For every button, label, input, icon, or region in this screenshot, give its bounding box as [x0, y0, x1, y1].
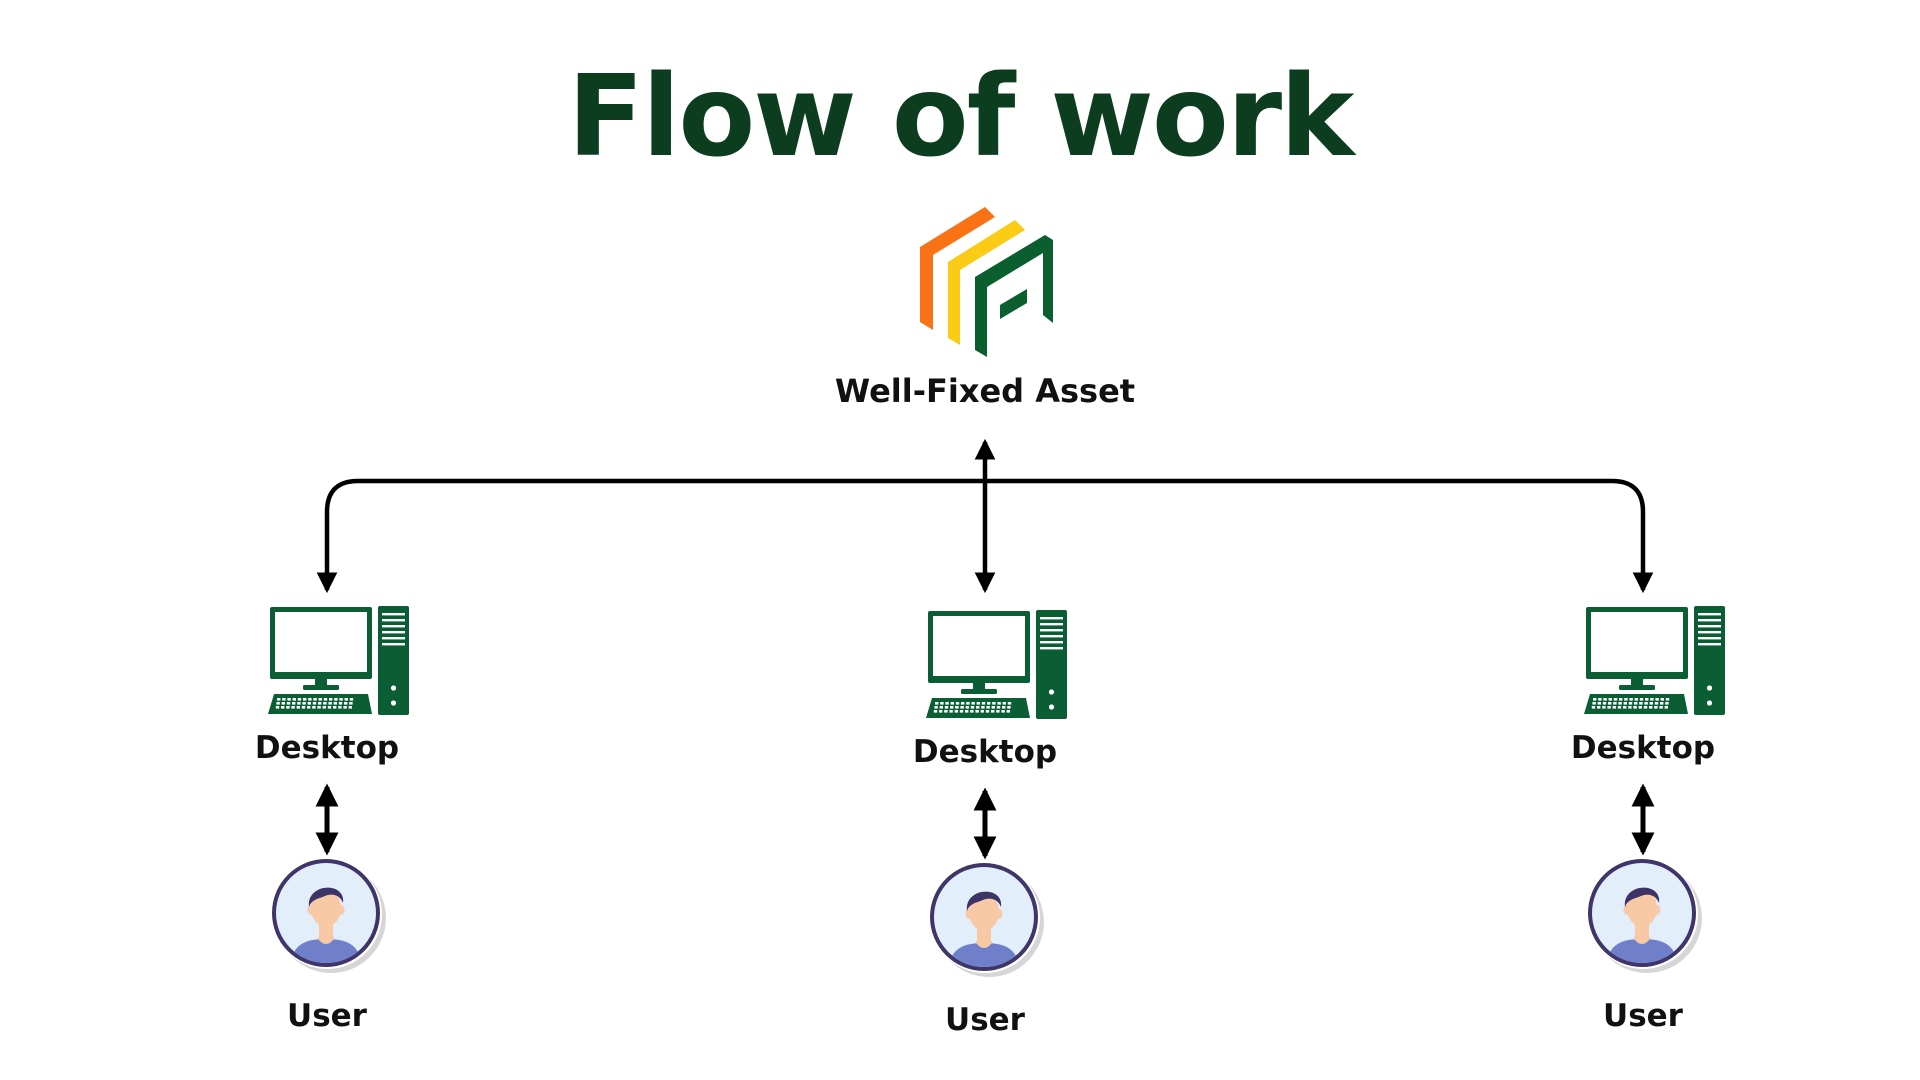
- logo-green-shape: [975, 235, 1053, 357]
- user-avatar-icon: [1588, 859, 1702, 973]
- brand-name: Well-Fixed Asset: [834, 372, 1136, 410]
- user-avatar-icon: [272, 859, 386, 973]
- logo-yellow-stripe: [948, 220, 1025, 345]
- user-avatar-icon: [930, 863, 1044, 977]
- user-label: User: [945, 1002, 1025, 1038]
- desktop-computer-icon: [926, 610, 1067, 719]
- logo-orange-stripe: [920, 207, 995, 330]
- connector-to-left-desktop: [316, 478, 985, 594]
- diagram-title: Flow of work: [567, 52, 1354, 182]
- desktop-label: Desktop: [1570, 730, 1716, 766]
- user-label: User: [287, 998, 367, 1034]
- user-label: User: [1603, 998, 1683, 1034]
- connector-to-right-desktop: [985, 478, 1654, 594]
- desktop-computer-icon: [268, 606, 409, 715]
- desktop-label: Desktop: [254, 730, 400, 766]
- well-fixed-asset-logo: [920, 207, 1053, 357]
- desktop-computer-icon: [1584, 606, 1725, 715]
- desktop-label: Desktop: [912, 734, 1058, 770]
